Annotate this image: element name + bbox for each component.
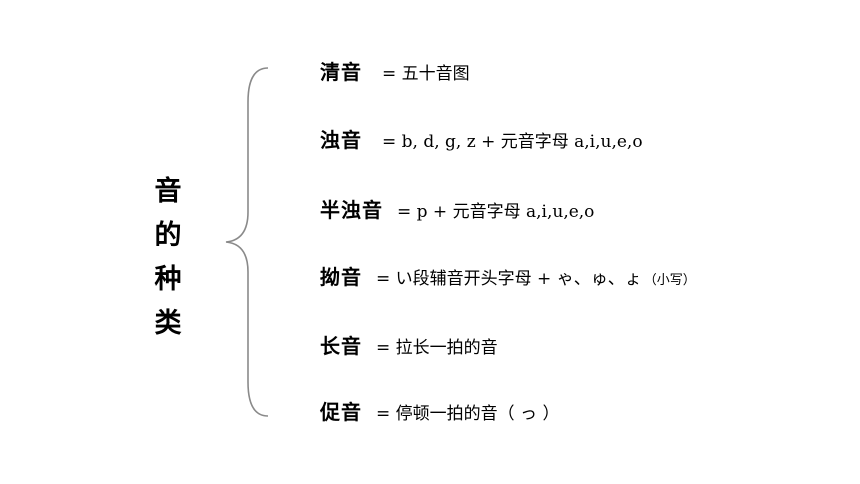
sound-row-chouon: 长音 = 拉长一拍的音 [320,330,498,359]
term-label: 拗音 [320,265,362,289]
term-label: 半浊音 [320,198,383,222]
title-char-4: 类 [154,308,182,339]
title-char-3: 种 [154,264,182,295]
definition-note: （小写） [643,273,696,288]
curly-brace [225,67,269,417]
definition-text: = い段辅音开头字母 + ゃ、ゅ、ょ [376,269,642,289]
definition-text: = 五十音图 [382,64,470,84]
vertical-title: 音 的 种 类 [148,170,188,346]
definition-text: = 停顿一拍的音（ っ ） [376,404,560,424]
term-label: 清音 [320,60,362,84]
term-label: 浊音 [320,128,362,152]
term-label: 促音 [320,400,362,424]
sound-row-dakuon: 浊音 = b, d, g, z + 元音字母 a,i,u,e,o [320,124,643,153]
sound-row-sokuon: 促音 = 停顿一拍的音（ っ ） [320,396,559,425]
title-char-2: 的 [154,220,182,251]
sound-row-handakuon: 半浊音 = p + 元音字母 a,i,u,e,o [320,194,594,223]
sound-row-seion: 清音 = 五十音图 [320,56,470,85]
title-char-1: 音 [154,176,182,207]
sound-row-youon: 拗音 = い段辅音开头字母 + ゃ、ゅ、ょ （小写） [320,261,696,290]
term-label: 长音 [320,334,362,358]
definition-text: = p + 元音字母 a,i,u,e,o [397,202,595,222]
definition-text: = 拉长一拍的音 [376,338,498,358]
definition-text: = b, d, g, z + 元音字母 a,i,u,e,o [382,132,643,152]
